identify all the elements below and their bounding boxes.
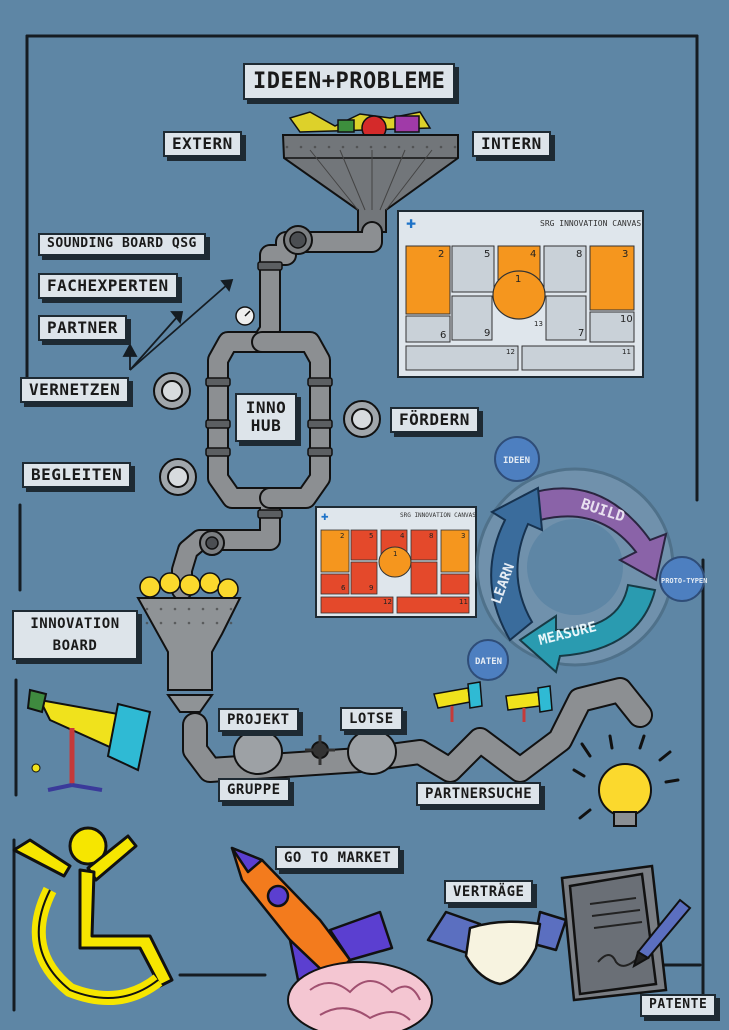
label-lotse: LOTSE	[340, 707, 403, 732]
build-measure-learn-cycle	[467, 436, 705, 681]
turbine-icon	[153, 372, 381, 496]
contract-icon	[560, 864, 668, 1002]
label-patente: PATENTE	[640, 994, 717, 1017]
canvas-large-cell: 4	[530, 249, 537, 260]
canvas-large-cell: 11	[622, 348, 631, 356]
label-vernetzen: VERNETZEN	[20, 377, 130, 404]
canvas-large-cell: 5	[484, 249, 491, 260]
page-title: IDEEN+PROBLEME	[243, 63, 456, 101]
inno-hub-box: INNO HUB	[235, 393, 297, 442]
canvas-small-title: SRG INNOVATION CANVAS	[400, 512, 476, 519]
canvas-small-cell: 3	[461, 532, 466, 540]
label-sounding-board: SOUNDING BOARD QSG	[38, 233, 206, 256]
svg-text:✚: ✚	[321, 513, 329, 523]
measure-arrow	[518, 583, 657, 674]
canvas-small-cell: 4	[400, 532, 405, 540]
canvas-large-cell: 10	[620, 314, 633, 325]
pipe-network	[171, 221, 653, 783]
canvas-large-cell: 2	[438, 249, 445, 260]
label-partnersuche: PARTNERSUCHE	[416, 782, 542, 807]
canvas-large-cell: 1	[515, 274, 522, 285]
label-partner: PARTNER	[38, 315, 127, 342]
canvas-small-cell: 5	[369, 532, 374, 540]
label-begleiten: BEGLEITEN	[22, 462, 132, 489]
canvas-large-title: SRG INNOVATION CANVAS	[540, 219, 642, 228]
cycle-prototypen-label: PROTO-TYPEN	[661, 577, 707, 585]
label-foerdern: FÖRDERN	[390, 407, 479, 434]
canvas-small-cell: 11	[459, 598, 468, 606]
valve-icon	[199, 225, 313, 556]
lightbulb-funnel-icon	[136, 572, 242, 713]
learn-arrow	[489, 486, 544, 642]
canvas-large-cell: 12	[506, 348, 515, 356]
innovation-board-line1: INNOVATION	[30, 616, 120, 632]
label-extern: EXTERN	[163, 131, 242, 158]
top-funnel-icon	[281, 111, 459, 233]
inno-hub-line1: INNO	[245, 398, 287, 417]
canvas-small-cell: 1	[393, 550, 398, 558]
pipe-flanges	[205, 261, 333, 519]
label-fachexperten: FACHEXPERTEN	[38, 273, 178, 300]
cycle-daten-label: DATEN	[475, 657, 502, 667]
handshake-icon	[426, 910, 568, 986]
canvas-large-cell: 6	[440, 330, 447, 341]
canvas-large-cell: 13	[534, 320, 543, 328]
innovation-board-box: INNOVATION BOARD	[12, 610, 138, 661]
cycle-ideen-label: IDEEN	[503, 456, 530, 466]
canvas-large-cell: 3	[622, 249, 629, 260]
small-telescope-icon	[433, 681, 553, 722]
pipeline-chambers	[233, 729, 397, 775]
inno-hub-line2: HUB	[250, 416, 282, 436]
frame-lines	[12, 34, 705, 1020]
label-go-to-market: GO TO MARKET	[275, 846, 401, 871]
gauge-icon	[235, 306, 255, 326]
innovation-board-line2: BOARD	[52, 638, 98, 655]
build-arrow	[523, 487, 668, 582]
pen-icon	[632, 898, 692, 969]
canvas-small-cell: 12	[383, 598, 392, 606]
canvas-small-cell: 2	[340, 532, 345, 540]
canvas-large-cell: 8	[576, 249, 583, 260]
wheelchair-person-icon	[12, 826, 174, 1005]
brain-icon	[287, 961, 433, 1030]
canvas-large-cell: 7	[578, 328, 585, 339]
lightbulb-icon	[572, 734, 680, 827]
innovation-canvas-small: ✚	[315, 506, 477, 618]
canvas-large-cell: 9	[484, 328, 491, 339]
network-arrows	[122, 278, 234, 371]
svg-text:✚: ✚	[406, 217, 416, 231]
label-projekt: PROJEKT	[218, 708, 299, 733]
label-gruppe: GRUPPE	[218, 778, 290, 803]
canvas-small-cell: 9	[369, 584, 374, 592]
label-intern: INTERN	[472, 131, 551, 158]
telescope-icon	[26, 688, 152, 792]
innovation-canvas-large: ✚	[397, 210, 644, 378]
canvas-small-cell: 8	[429, 532, 434, 540]
label-vertraege: VERTRÄGE	[444, 880, 534, 905]
rocket-icon	[230, 846, 394, 992]
canvas-small-cell: 6	[341, 584, 346, 592]
